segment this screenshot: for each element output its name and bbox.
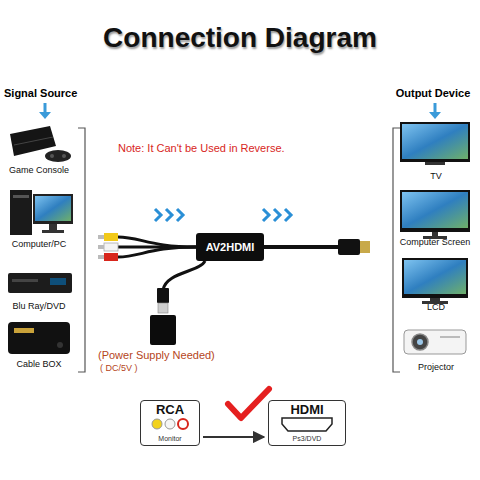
game-console-icon	[10, 126, 71, 162]
rca-jacks	[152, 419, 188, 429]
device-label: TV	[396, 171, 476, 181]
device-label: Projector	[396, 362, 476, 372]
cable-box-icon	[8, 322, 70, 354]
down-arrow	[39, 103, 441, 119]
hdmi-cable	[264, 239, 370, 255]
power-note: (Power Supply Needed)	[98, 349, 238, 362]
projector-icon	[404, 330, 466, 354]
usb-power-cable	[150, 261, 205, 345]
bracket	[393, 128, 400, 372]
check-mark	[228, 389, 269, 418]
monitor-icon	[400, 190, 470, 239]
device-label: Game Console	[0, 165, 78, 175]
signal-chevrons	[155, 209, 291, 221]
device-label: Blu Ray/DVD	[0, 301, 78, 311]
device-label: LCD	[396, 302, 476, 312]
section-heading: Output Device	[388, 87, 478, 100]
port-box: HDMI Ps3/DVD	[268, 400, 346, 446]
lcd-icon	[402, 258, 468, 304]
hdmi-port-symbol	[282, 418, 332, 431]
tv-icon	[400, 122, 470, 165]
bracket	[78, 128, 85, 372]
node-title: RCA	[156, 403, 184, 417]
node-subtext: Ps3/DVD	[293, 435, 322, 443]
connector-arrow	[203, 436, 264, 438]
adapter-box: AV2HDMI	[196, 233, 264, 261]
device-label: Computer Screen	[390, 237, 480, 247]
node-subtext: Monitor	[158, 435, 181, 443]
bluray-player-icon	[8, 273, 72, 293]
port-box: RCA Monitor	[140, 400, 200, 446]
note-text: Note: It Can't be Used in Reverse.	[118, 142, 334, 155]
node-title: AV2HDMI	[206, 241, 255, 253]
device-label: Cable BOX	[0, 359, 78, 369]
device-label: Computer/PC	[0, 239, 78, 249]
node-title: HDMI	[290, 403, 323, 417]
power-spec: ( DC/5V )	[100, 363, 180, 373]
rca-cable	[98, 233, 196, 261]
section-heading: Signal Source	[4, 87, 94, 100]
diagram-title: Connection Diagram	[0, 22, 480, 54]
computer-icon	[10, 190, 73, 235]
